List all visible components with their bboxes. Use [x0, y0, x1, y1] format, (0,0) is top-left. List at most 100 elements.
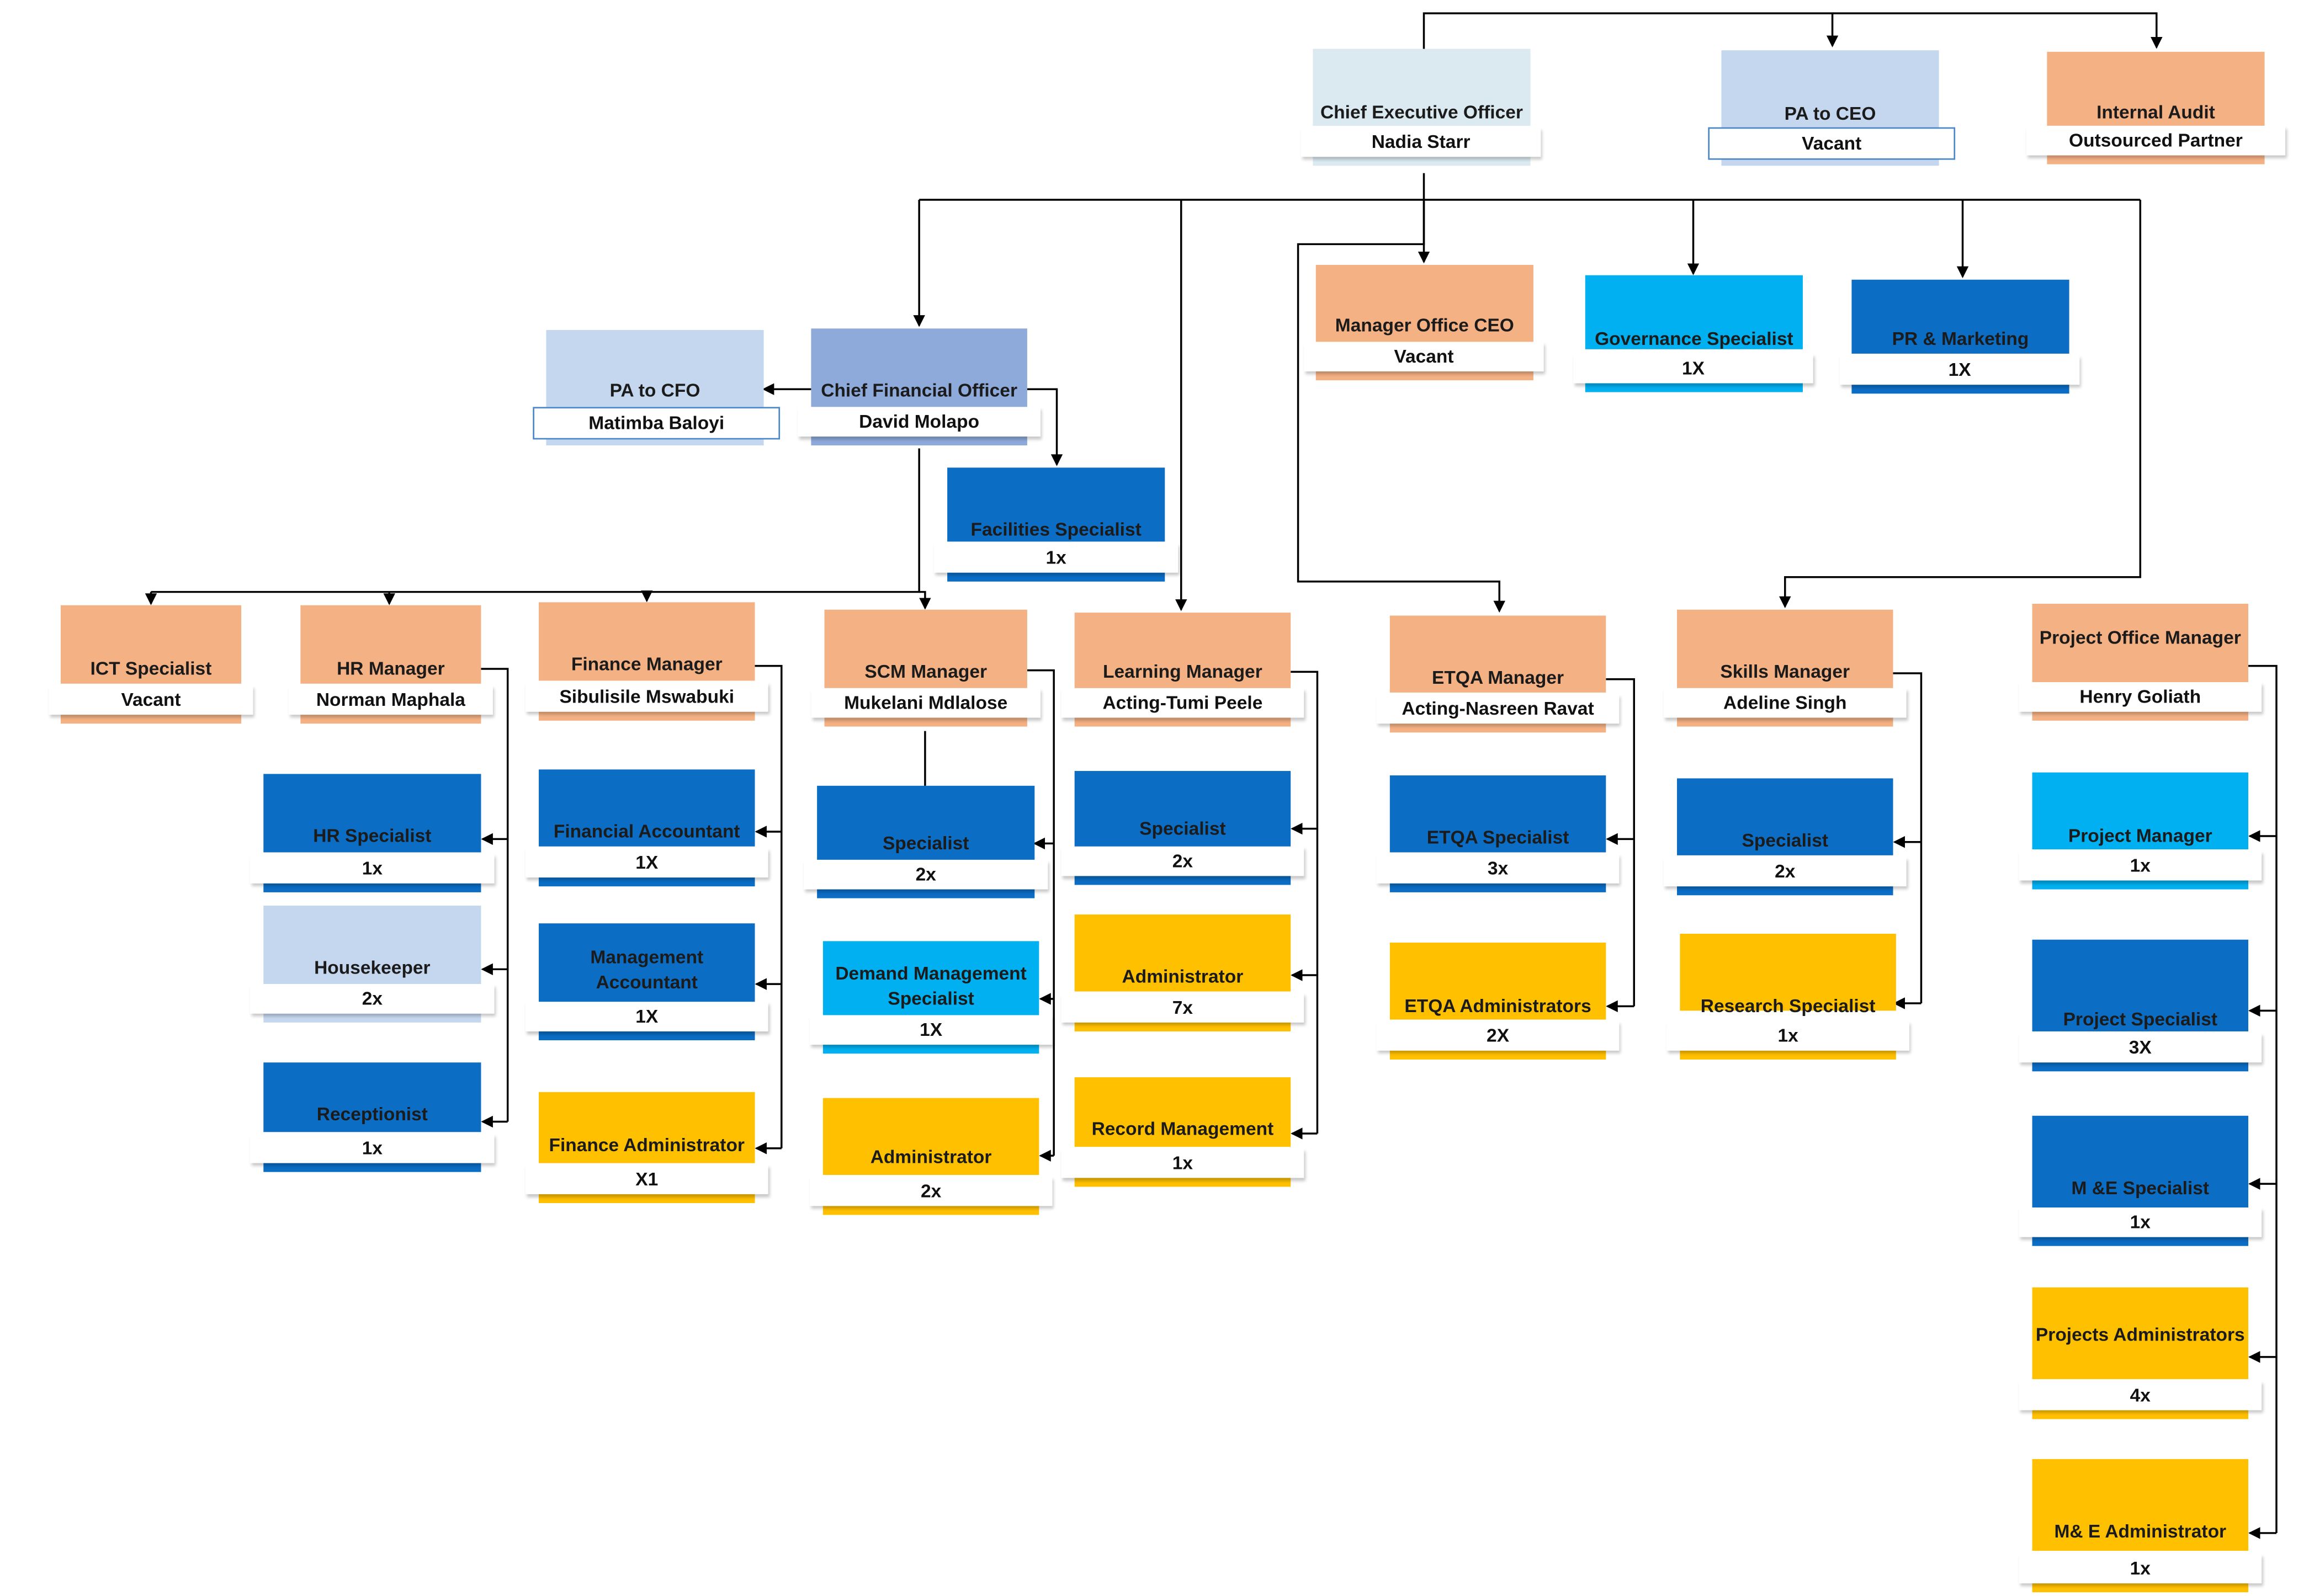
box-fill — [1389, 775, 1606, 853]
box-title: PR & Marketing — [1892, 328, 2029, 349]
box-fill — [2032, 1459, 2249, 1551]
box-fill — [822, 1098, 1039, 1175]
box-title: Management Accountant — [590, 947, 704, 993]
box-bottom-strip — [1074, 715, 1291, 727]
box-title: Finance Administrator — [549, 1135, 745, 1156]
box-subtitle: Matimba Baloyi — [533, 407, 781, 440]
box-title: M &E Specialist — [2071, 1178, 2210, 1199]
box-bottom-strip — [1851, 381, 2069, 394]
box-fill — [539, 1092, 755, 1163]
box-fill — [1315, 264, 1533, 342]
box-bottom-strip — [1389, 720, 1606, 733]
box-subtitle: 1x — [1061, 1148, 1304, 1178]
box-bottom-strip — [1074, 873, 1291, 885]
link-ceo-etqa — [1297, 199, 1505, 613]
box-bottom-strip — [817, 886, 1035, 898]
link-learn-bracket — [1291, 671, 1319, 1134]
box-fill — [1074, 1077, 1291, 1147]
box-fill — [1677, 609, 1893, 688]
box-bottom-strip — [539, 874, 755, 887]
box-fill — [300, 605, 481, 684]
box-bottom-strip — [263, 1010, 481, 1023]
link-skills-bracket — [1893, 672, 1923, 1003]
box-subtitle: 1X — [525, 848, 768, 878]
box-fill — [2032, 939, 2249, 1031]
box-bottom-strip — [2032, 877, 2249, 890]
box-title: Specialist — [882, 833, 969, 854]
box-subtitle: 1X — [1573, 353, 1813, 384]
box-title: ETQA Manager — [1432, 667, 1564, 688]
link-ceo-audit — [1832, 12, 2163, 49]
box-fill — [947, 467, 1165, 542]
box-title: Housekeeper — [314, 957, 431, 978]
box-fill — [263, 906, 481, 985]
box-bottom-strip — [2032, 1234, 2249, 1246]
box-subtitle: Sibulisile Mswabuki — [525, 682, 768, 712]
box-subtitle: Mukelani Mdlalose — [811, 688, 1041, 718]
box-title: Facilities Specialist — [970, 519, 1142, 540]
box-subtitle: 1x — [1666, 1021, 1910, 1051]
box-title: Specialist — [1139, 818, 1226, 839]
box-subtitle: 2x — [1061, 846, 1304, 876]
box-title: Governance Specialist — [1595, 328, 1793, 349]
box-subtitle: Henry Goliath — [2019, 682, 2262, 712]
box-fill — [1680, 933, 1896, 1011]
box-title: PA to CEO — [1784, 103, 1876, 125]
box-bottom-strip — [539, 709, 755, 721]
box-subtitle: 3X — [2019, 1033, 2262, 1063]
box-title: HR Specialist — [313, 826, 432, 847]
box-fill — [1389, 615, 1606, 693]
box-fill — [546, 329, 764, 407]
box-fill — [539, 602, 755, 681]
box-bottom-strip — [1313, 153, 1531, 166]
org-box-mgr-office: Manager Office CEO Vacant — [1304, 264, 1544, 381]
box-fill — [1074, 914, 1291, 992]
box-fill — [2032, 1115, 2249, 1208]
link-fin-bracket — [755, 664, 783, 1148]
box-title: Manager Office CEO — [1335, 315, 1514, 336]
box-bottom-strip — [2032, 1580, 2249, 1593]
box-title: Skills Manager — [1720, 661, 1850, 683]
link-scm-bracket — [1027, 669, 1055, 1156]
link-cfo-bus — [151, 448, 920, 593]
box-subtitle: Vacant — [1708, 127, 1956, 160]
box-title: HR Manager — [337, 658, 445, 679]
box-subtitle: Outsourced Partner — [2026, 125, 2286, 156]
box-title: Learning Manager — [1103, 661, 1262, 683]
box-title: Specialist — [1742, 830, 1829, 851]
box-subtitle: David Molapo — [798, 407, 1041, 437]
box-subtitle: Vacant — [1304, 342, 1544, 372]
box-bottom-strip — [1389, 880, 1606, 892]
box-subtitle: X1 — [525, 1164, 768, 1194]
box-title: Receptionist — [316, 1104, 428, 1125]
box-bottom-strip — [811, 433, 1027, 446]
box-subtitle: 7x — [1061, 993, 1304, 1023]
box-fill — [1851, 279, 2069, 354]
box-fill — [539, 769, 755, 847]
box-title: Project Manager — [2068, 826, 2212, 847]
box-bottom-strip — [822, 1203, 1039, 1215]
box-fill — [2032, 772, 2249, 850]
box-title: ETQA Administrators — [1404, 996, 1591, 1017]
box-title: Project Specialist — [2063, 1009, 2218, 1030]
